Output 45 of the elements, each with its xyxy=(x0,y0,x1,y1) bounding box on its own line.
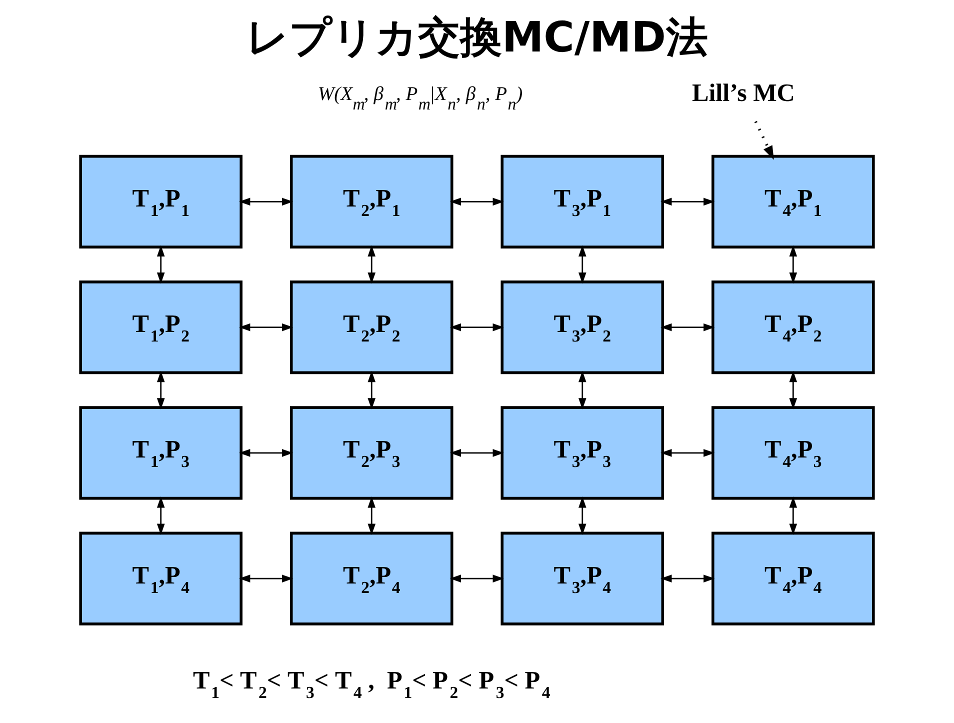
arrow xyxy=(660,574,715,582)
node-box: T$_{3}$,P$_{1}$ xyxy=(500,154,664,248)
arrow xyxy=(156,245,165,284)
arrow xyxy=(578,370,586,410)
node-box: T$_{2}$,P$_{4}$ xyxy=(290,532,454,626)
node-box: T$_{1}$,P$_{1}$ xyxy=(79,154,242,248)
arrow xyxy=(578,245,586,284)
arrow xyxy=(754,120,774,160)
arrow xyxy=(368,245,376,284)
arrow xyxy=(239,574,294,582)
node-box: T$_{1}$,P$_{2}$ xyxy=(79,280,242,374)
arrow xyxy=(450,198,504,206)
node-box: T$_{3}$,P$_{3}$ xyxy=(500,406,664,500)
node-box: T$_{4}$,P$_{3}$ xyxy=(712,406,875,500)
node-box: T$_{1}$,P$_{4}$ xyxy=(79,532,242,626)
arrow xyxy=(789,496,798,535)
node-box: T$_{2}$,P$_{1}$ xyxy=(290,154,454,248)
node-box: T$_{4}$,P$_{4}$ xyxy=(712,532,875,626)
label: T$_{1}$< T$_{2}$< T$_{3}$< T$_{4}$ , P$_{1}$< P$_{2}$< P$_{3}$< P$_{4}$ xyxy=(192,668,550,702)
arrow xyxy=(789,245,798,284)
arrow xyxy=(789,370,798,410)
arrow xyxy=(156,370,165,410)
node-text: Lill’s MC xyxy=(692,80,795,108)
node-box: T$_{4}$,P$_{1}$ xyxy=(712,154,875,248)
node-box: T$_{3}$,P$_{4}$ xyxy=(500,532,664,626)
arrow xyxy=(239,198,294,206)
node-box: T$_{2}$,P$_{3}$ xyxy=(290,406,454,500)
arrow xyxy=(368,370,376,410)
arrow xyxy=(660,198,715,206)
arrow xyxy=(368,496,376,535)
arrow xyxy=(450,323,504,332)
arrow xyxy=(450,574,504,582)
diagram-title: レプリカ交換MC/MD法 xyxy=(246,12,708,62)
arrow xyxy=(450,449,504,457)
arrow xyxy=(239,323,294,332)
arrow xyxy=(660,449,715,457)
node-box: T$_{3}$,P$_{2}$ xyxy=(500,280,664,374)
arrow xyxy=(660,323,715,332)
node-box: T$_{2}$,P$_{2}$ xyxy=(290,280,454,374)
arrow xyxy=(578,496,586,535)
label: W(X$_{m}$, β$_{m}$, P$_{m}$|X$_{n}$, β$_{n}$, P$_{n}$) xyxy=(318,84,523,114)
arrow xyxy=(239,449,294,457)
node-box: T$_{4}$,P$_{2}$ xyxy=(712,280,875,374)
node-box: T$_{1}$,P$_{3}$ xyxy=(79,406,242,500)
arrow xyxy=(156,496,165,535)
